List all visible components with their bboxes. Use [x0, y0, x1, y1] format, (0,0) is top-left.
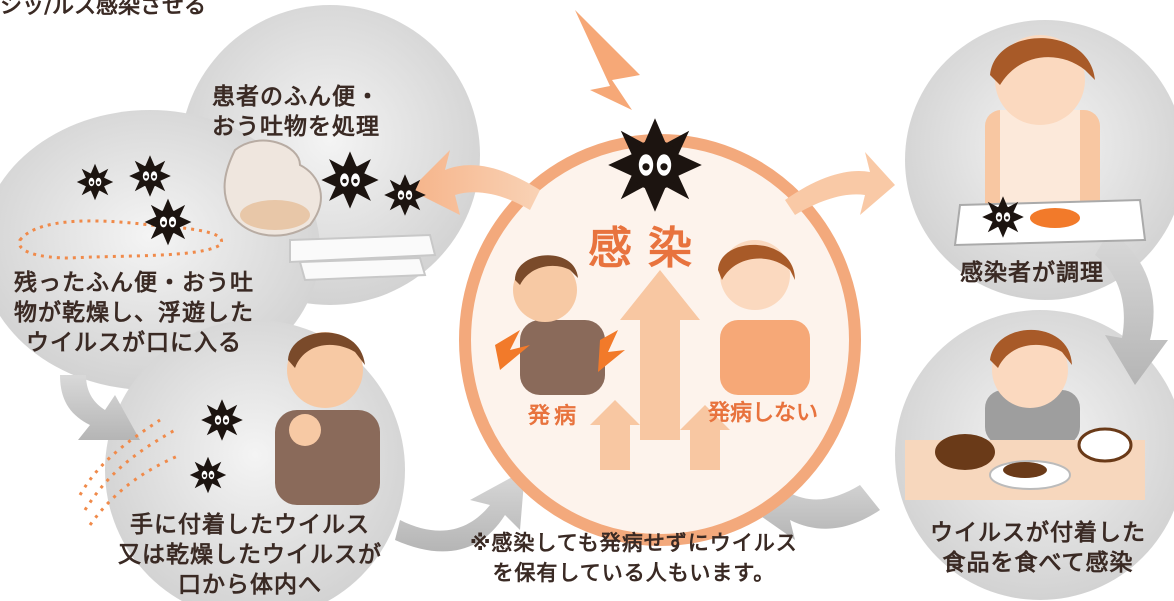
arrow-icon: [785, 152, 895, 215]
virus-icon: [144, 198, 192, 246]
child-eating-figure: [905, 329, 1145, 500]
label-onset: 発病: [528, 404, 581, 429]
virus-icon: [608, 118, 702, 212]
label-hand-virus: 手に付着したウイルス 又は乾燥したウイルスが 口から体内へ: [118, 512, 382, 598]
flow-arrow-left-down: [60, 375, 140, 440]
label-handle-waste: 患者のふん便・ おう吐物を処理: [212, 84, 380, 140]
lightning-icon: [575, 10, 640, 110]
eating-person-figure: [275, 332, 380, 505]
virus-icon: [384, 174, 426, 216]
label-carrier-note: ※感染しても発病せずにウイルス を保有している人もいます。: [470, 531, 798, 585]
center-title: 感染: [588, 223, 708, 274]
arrow-icon: [590, 270, 730, 470]
healthy-person-figure: [718, 240, 810, 395]
label-dried-waste: 残ったふん便・おう吐 物が乾燥し、浮遊した ウイルスが口に入る: [14, 270, 254, 356]
dried-puddle-outline: [17, 219, 224, 260]
waste-bag-figure: [223, 139, 437, 282]
sick-person-figure: [495, 255, 625, 395]
virus-icon: [129, 155, 171, 197]
virus-icon: [189, 456, 227, 494]
flow-arrow-bottom-right: [395, 470, 525, 552]
label-no-onset: 発病しない: [708, 401, 819, 426]
virus-icon: [201, 399, 243, 441]
cook-figure: [953, 35, 1147, 247]
label-infected-cook: 感染者が調理: [960, 260, 1104, 286]
flow-arrow-right-down: [1095, 230, 1168, 385]
virus-icon: [76, 163, 114, 201]
arrow-icon: [410, 150, 540, 215]
virus-trail-dots: [78, 418, 181, 526]
virus-icon: [982, 196, 1024, 238]
top-cut-text: シッ/ルス感染させる: [0, 0, 207, 19]
virus-icon: [321, 151, 379, 209]
label-food-infection: ウイルスが付着した 食品を食べて感染: [930, 520, 1146, 576]
